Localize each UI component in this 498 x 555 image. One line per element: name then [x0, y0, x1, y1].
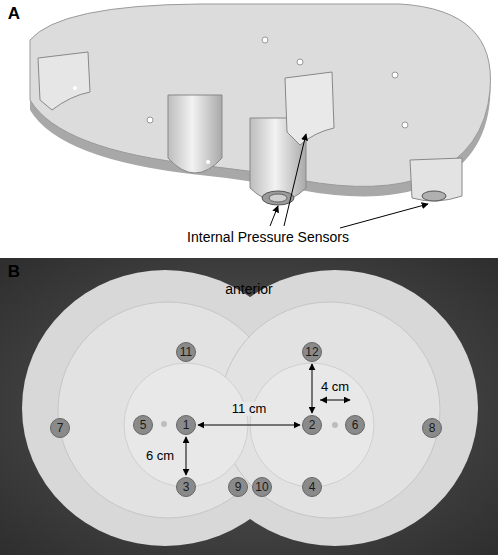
sensor-marker: 1 [176, 415, 196, 435]
panel-letter: A [8, 5, 20, 24]
callout-number: 8 [429, 422, 436, 434]
sensor-marker: 9 [228, 477, 248, 497]
callout-number: 11 [180, 346, 192, 358]
callout-number: 6 [352, 419, 359, 431]
sensor-marker: 7 [50, 418, 70, 438]
sensor-marker: 4 [302, 477, 322, 497]
callout-number: 5 [140, 419, 147, 431]
sensor-marker: 12 [302, 342, 322, 362]
sensor-marker: 11 [176, 342, 196, 362]
callout-number: 9 [235, 481, 242, 493]
callout-number: 3 [183, 481, 190, 493]
dimension-label: 11 cm [230, 402, 268, 416]
callout-number: 7 [57, 422, 64, 434]
sensor-marker: 5 [133, 415, 153, 435]
callout-number: 2 [309, 419, 316, 431]
sensor-marker: 8 [422, 418, 442, 438]
sensor-marker: 6 [345, 415, 365, 435]
callout-text: Internal Pressure Sensors [187, 230, 349, 245]
dimension-label: 4 cm [319, 380, 351, 394]
dimension-arrow [198, 425, 300, 426]
dimension-label: 6 cm [144, 449, 176, 463]
callout-number: 10 [255, 481, 268, 493]
sensor-marker: 2 [302, 415, 322, 435]
panel-letter: B [8, 263, 20, 282]
callout-number: 4 [309, 481, 316, 493]
sensor-marker: 3 [176, 477, 196, 497]
sensor-marker: 10 [252, 477, 272, 497]
dimension-arrow [312, 364, 313, 413]
callout-number: 1 [183, 419, 190, 431]
callout-number: 12 [305, 346, 318, 358]
dimension-arrow [186, 437, 187, 475]
orientation-label: anterior [225, 282, 272, 297]
